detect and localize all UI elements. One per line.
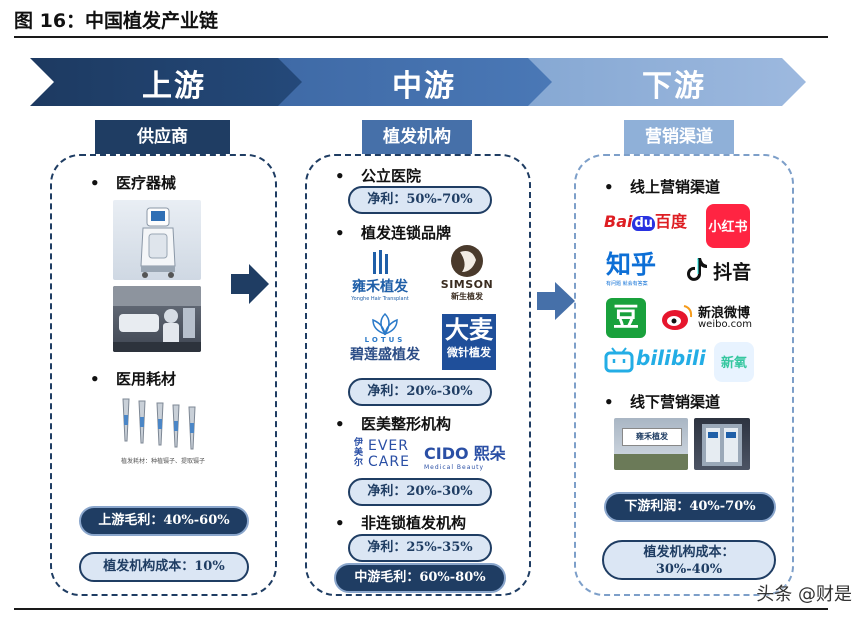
lotus-logo: LOTUS 碧莲盛植发 [340, 312, 430, 372]
yonghe-en: Yonghe Hair Transplant [351, 296, 409, 302]
watermark: 头条 @财是 [756, 584, 852, 605]
stage-arrow-midstream [278, 58, 554, 106]
bottom-rule [14, 608, 828, 610]
downstream-profit-pill: 下游利润：40%-70% [604, 492, 776, 522]
yonghe-logo: 雍禾植发 Yonghe Hair Transplant [340, 250, 420, 308]
douyin-note-icon [686, 256, 708, 286]
stage-arrows [30, 58, 806, 106]
arrow-right-icon [537, 282, 575, 320]
stage-arrow-downstream [528, 58, 806, 106]
damai-logo: 大麦 微针植发 [442, 314, 496, 370]
upstream-panel [50, 154, 277, 596]
upstream-cost-pill: 植发机构成本：10% [79, 552, 249, 582]
midstream-item-non-chain: 非连锁植发机构 [335, 512, 466, 533]
weibo-eye-icon [660, 302, 694, 336]
douban-text: 豆 [612, 303, 639, 333]
xiaohongshu-logo: 小红书 [706, 204, 750, 248]
offline-elevator-ad-image [694, 418, 750, 470]
title-rule [14, 36, 828, 38]
douban-logo: 豆 [606, 298, 646, 338]
consumables-image: 植发耗材：种植镊子、提取镊子 [113, 393, 213, 471]
upstream-item-medical-consumables: 医用耗材 [90, 368, 176, 389]
bilibili-text: bilibili [636, 346, 706, 370]
stage-arrow-upstream [30, 58, 304, 106]
billboard-text: 雍禾植发 [622, 428, 682, 446]
midstream-header: 植发机构 [362, 120, 472, 154]
damai-big: 大麦 [445, 316, 493, 344]
yonghe-mark-icon [373, 250, 388, 274]
downstream-item-online: 线上营销渠道 [604, 176, 720, 197]
cido-en: CIDO [424, 444, 469, 463]
douyin-logo: 抖音 [686, 256, 762, 286]
upstream-item-medical-devices: 医疗器械 [90, 172, 176, 193]
consumables-caption: 植发耗材：种植镊子、提取镊子 [120, 458, 205, 465]
arrow-right-icon [231, 264, 269, 304]
zhihu-text: 知乎 [606, 250, 657, 279]
lotus-en: LOTUS [364, 336, 406, 344]
evercare-logo: 伊美尔 EVER CARE [354, 438, 420, 472]
upstream-gross-margin-pill: 上游毛利：40%-60% [79, 506, 249, 536]
zhihu-sub: 有问题 就会有答案 [606, 281, 648, 287]
weibo-logo: 新浪微博 weibo.com [660, 300, 764, 336]
bilibili-tv-icon [604, 346, 634, 378]
weibo-en: weibo.com [698, 319, 752, 330]
figure-title: 图 16：中国植发产业链 [14, 10, 219, 32]
midstream-gross-margin-pill: 中游毛利：60%-80% [334, 563, 506, 593]
midstream-non-chain-pill: 净利：25%-35% [348, 534, 492, 562]
damai-small: 微针植发 [447, 346, 491, 359]
zhihu-logo: 知乎 有问题 就会有答案 [606, 250, 678, 290]
stage-label-upstream: 上游 [142, 69, 206, 104]
evercare-en2: CARE [368, 454, 410, 470]
midstream-item-public-hospital: 公立医院 [335, 165, 421, 186]
lotus-flower-icon [372, 312, 398, 336]
midstream-item-chain-brands: 植发连锁品牌 [335, 222, 451, 243]
douyin-text: 抖音 [713, 261, 752, 284]
midstream-public-hospital-pill: 净利：50%-70% [348, 186, 492, 214]
weibo-cn: 新浪微博 [698, 306, 751, 321]
xinyang-text: 新氧 [720, 356, 747, 371]
offline-billboard-image: 雍禾植发 [614, 418, 688, 470]
baidu-b: du [632, 216, 656, 231]
midstream-chain-pill: 净利：20%-30% [348, 378, 492, 406]
downstream-item-offline: 线下营销渠道 [604, 391, 720, 412]
evercare-cn: 伊美尔 [354, 438, 364, 468]
upstream-header: 供应商 [95, 120, 230, 154]
simson-cn: 新生植发 [451, 292, 483, 301]
downstream-header: 营销渠道 [624, 120, 734, 154]
baidu-cn: 百度 [655, 212, 688, 231]
stage-label-downstream: 下游 [642, 69, 706, 104]
xinyang-logo: 新氧 [714, 342, 754, 382]
downstream-cost-line1: 植发机构成本： [643, 545, 735, 560]
downstream-cost-pill: 植发机构成本： 30%-40% [602, 540, 776, 580]
baidu-a: Bai [604, 212, 633, 231]
xhs-text: 小红书 [708, 220, 748, 235]
lotus-cn: 碧莲盛植发 [350, 347, 420, 363]
midstream-item-aesthetic-institutions: 医美整形机构 [335, 413, 451, 434]
simson-en: SIMSON [440, 278, 494, 291]
midstream-panel [305, 154, 531, 596]
downstream-panel [574, 154, 794, 596]
cido-sub: Medical Beauty [424, 464, 485, 471]
downstream-cost-line2: 30%-40% [655, 562, 723, 577]
medical-device-image [113, 200, 201, 280]
stage-label-midstream: 中游 [392, 69, 456, 104]
cido-logo: CIDO 熙朵 Medical Beauty [424, 440, 514, 472]
clinic-operation-image [113, 286, 201, 352]
cido-cn: 熙朵 [473, 444, 506, 463]
yonghe-cn: 雍禾植发 [352, 279, 408, 295]
simson-logo: SIMSON 新生植发 [438, 244, 496, 306]
simson-face-icon [451, 245, 483, 277]
bilibili-logo: bilibili [604, 344, 706, 378]
evercare-en1: EVER [368, 438, 409, 454]
midstream-aesthetic-pill: 净利：20%-30% [348, 478, 492, 506]
